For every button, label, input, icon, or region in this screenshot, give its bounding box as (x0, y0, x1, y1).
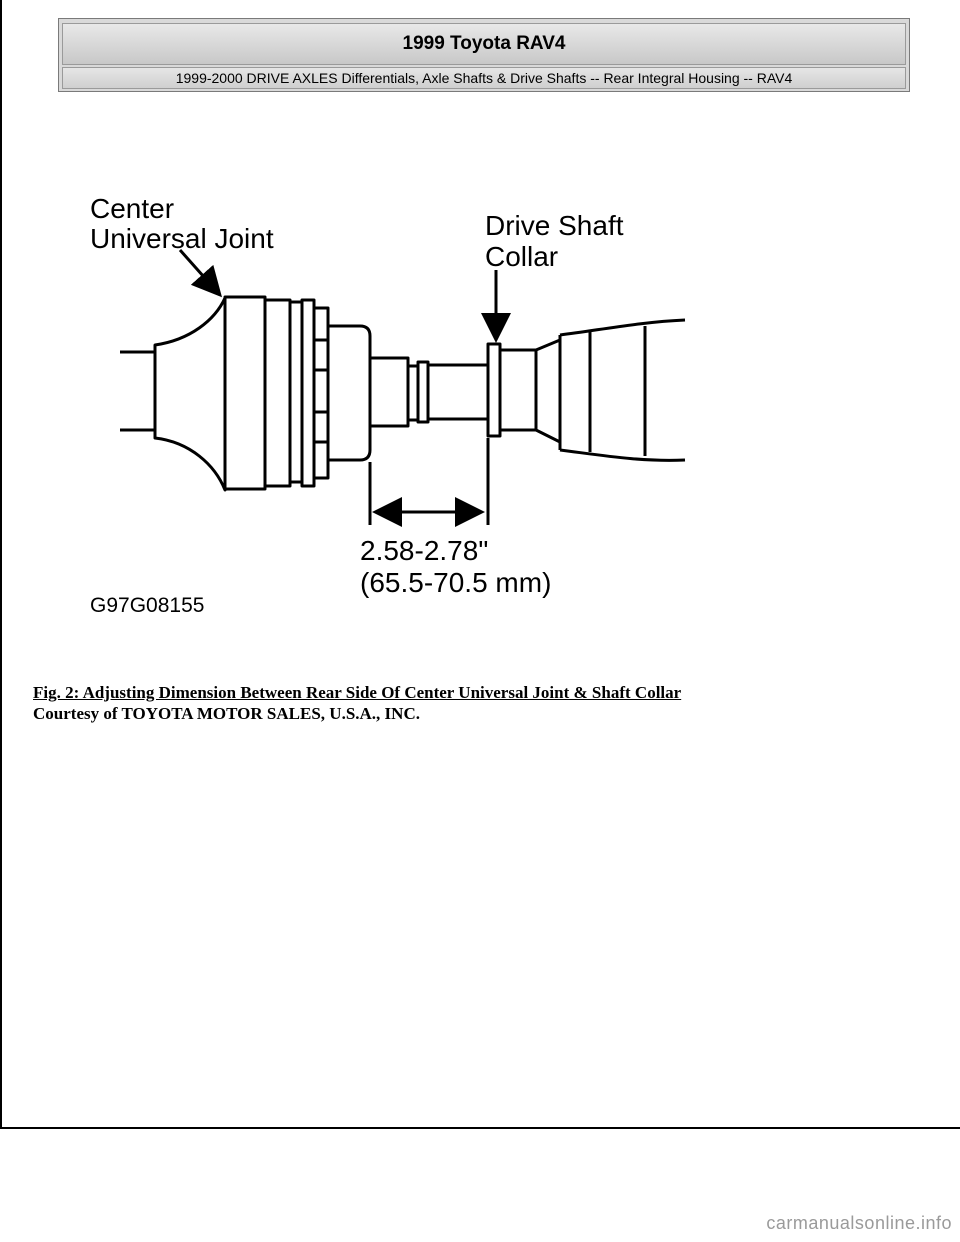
label-collar: Collar (485, 241, 558, 272)
label-center: Center (90, 193, 174, 224)
figure-caption: Fig. 2: Adjusting Dimension Between Rear… (33, 683, 682, 702)
label-drive-shaft: Drive Shaft (485, 210, 624, 241)
label-dimension-mm: (65.5-70.5 mm) (360, 567, 551, 598)
document-subtitle: 1999-2000 DRIVE AXLES Differentials, Axl… (62, 67, 906, 89)
document-title: 1999 Toyota RAV4 (62, 23, 906, 65)
label-dimension-inches: 2.58-2.78" (360, 535, 488, 566)
drive-shaft-figure: Center Universal Joint Drive Shaft Colla… (90, 193, 686, 617)
page-frame (0, 0, 960, 1129)
label-figure-code: G97G08155 (90, 594, 204, 617)
figure-courtesy: Courtesy of TOYOTA MOTOR SALES, U.S.A., … (33, 704, 420, 723)
watermark: carmanualsonline.info (766, 1213, 952, 1233)
label-universal-joint: Universal Joint (90, 223, 274, 254)
document-header: 1999 Toyota RAV4 1999-2000 DRIVE AXLES D… (58, 18, 910, 92)
